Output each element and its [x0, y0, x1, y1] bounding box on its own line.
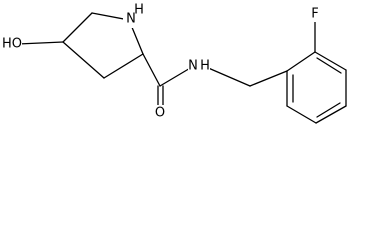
bond-c2-c1: [103, 53, 144, 79]
fluorine-label: F: [311, 7, 318, 22]
bond-c3-n1: [91, 12, 130, 21]
bond-carbonyl-n: [159, 66, 193, 87]
bond-ring-a: [286, 51, 316, 72]
bond-c4-c3: [62, 12, 93, 43]
bond-ring-b: [314, 51, 347, 71]
atom-labels: HO H N N H O F: [2, 3, 321, 121]
benzene-ring: [286, 51, 347, 124]
amide-nitrogen-hydrogen-label: H: [200, 59, 210, 74]
chemical-structure-diagram: HO H N N H O F: [2, 3, 347, 124]
bond-c1-c4: [62, 41, 105, 79]
bond-ring-d: [315, 105, 347, 124]
bond-ring-inner-2: [316, 102, 341, 118]
ethyl-linker: [205, 66, 288, 87]
hydroxyl-label: HO: [2, 37, 22, 52]
amide-group: [142, 53, 193, 107]
ring-nitrogen-label: N: [126, 12, 136, 27]
carbonyl-oxygen-label: O: [155, 106, 165, 121]
bond-n-ch2: [205, 66, 251, 87]
bond-ring-inner-1: [316, 57, 342, 74]
bond-c4-oh: [17, 41, 64, 45]
bond-ring-e: [286, 105, 317, 124]
ring-nitrogen-hydrogen-label: H: [134, 3, 144, 18]
amide-nitrogen-label: N: [188, 59, 198, 74]
bond-ch2-ch2: [249, 70, 288, 87]
bond-c2-carbonyl: [142, 53, 161, 87]
